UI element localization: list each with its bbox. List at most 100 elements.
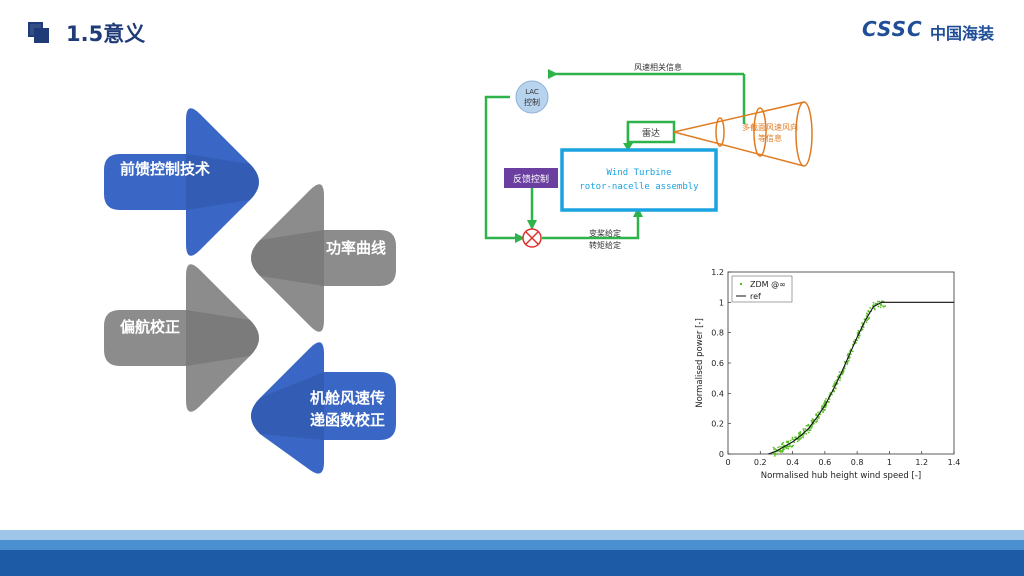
scatter-point — [799, 431, 802, 433]
scatter-point — [863, 318, 866, 321]
scatter-point — [874, 302, 877, 305]
scatter-point — [804, 427, 807, 430]
scatter-point — [827, 401, 830, 403]
scatter-point — [841, 373, 844, 376]
scatter-point — [867, 318, 870, 321]
scatter-point — [846, 363, 849, 366]
arrow-down-sum — [527, 220, 537, 230]
scatter-point — [833, 383, 836, 385]
lidar-label: 雷达 — [642, 127, 660, 139]
footer-band-mid — [0, 540, 1024, 550]
scatter-point — [851, 350, 854, 353]
scatter-point — [774, 453, 777, 456]
scatter-point — [847, 359, 850, 362]
turbine-box — [560, 148, 718, 212]
scatter-point — [834, 387, 837, 390]
scatter-point — [781, 443, 783, 446]
scatter-point — [884, 304, 887, 307]
scatter-point — [823, 402, 825, 405]
scatter-point — [822, 411, 824, 413]
page-title: 1.5意义 — [66, 22, 146, 46]
x-tick-label: 0 — [725, 458, 730, 467]
scatter-point — [789, 445, 791, 448]
scatter-point — [796, 440, 799, 443]
scatter-point — [839, 379, 841, 382]
scatter-point — [819, 413, 822, 416]
scatter-point — [787, 447, 790, 450]
scatter-point — [878, 300, 881, 303]
scatter-point — [779, 451, 782, 453]
scatter-point — [774, 447, 776, 450]
x-tick-label: 0.6 — [818, 458, 831, 467]
arrow-4-shape — [251, 342, 396, 474]
y-tick-label: 0.4 — [711, 389, 724, 398]
scatter-point — [785, 445, 788, 448]
scatter-point — [849, 353, 852, 356]
cone-label-1: 多截面风速风向 — [742, 122, 798, 132]
wind-cone — [673, 101, 813, 167]
scatter-point — [842, 371, 845, 374]
control-diagram: LAC 控制 风速相关信息 雷达 多截面风速风向 等信息 Wind Turbin… — [484, 62, 813, 250]
ref-line — [768, 301, 954, 455]
scatter-point — [807, 423, 810, 426]
scatter-point — [816, 418, 818, 421]
scatter-point — [857, 336, 860, 339]
scatter-point — [882, 305, 884, 308]
scatter-point — [807, 431, 810, 434]
scatter-point — [835, 379, 838, 382]
scatter-point — [879, 303, 882, 306]
scatter-point — [798, 439, 800, 441]
scatter-point — [858, 334, 861, 337]
lac-label-2: 控制 — [524, 97, 540, 107]
scatter-point — [865, 321, 868, 324]
scatter-point — [815, 421, 817, 423]
scatter-point — [785, 447, 788, 450]
turbine-label-1: Wind Turbine — [606, 168, 671, 178]
y-tick-label: 0.2 — [711, 420, 724, 429]
scatter-point — [846, 354, 849, 357]
arrow-to-turbine — [623, 143, 633, 151]
scatter-point — [856, 332, 859, 334]
scatter-point — [833, 390, 836, 393]
scatter-point — [791, 436, 794, 439]
scatter-point — [802, 428, 805, 431]
scatter-point — [833, 381, 836, 383]
arrow-1-shape — [104, 108, 259, 256]
pitch-label: 变桨给定 — [589, 228, 621, 238]
x-tick-label: 0.8 — [851, 458, 864, 467]
scatter-point — [824, 408, 826, 411]
torque-label: 转矩给定 — [589, 240, 621, 250]
scatter-point — [843, 367, 846, 370]
scatter-point — [785, 441, 788, 443]
scatter-point — [848, 356, 851, 359]
scatter-point — [852, 340, 855, 343]
legend-label-zdm: ZDM @∞ — [750, 280, 786, 289]
scatter-point — [802, 436, 805, 439]
scatter-point — [825, 398, 827, 400]
scatter-point — [866, 319, 868, 322]
scatter-point — [877, 305, 880, 308]
y-tick-label: 0.6 — [711, 359, 724, 368]
scatter-point — [791, 438, 794, 441]
arrow-3-label: 偏航校正 — [120, 318, 181, 336]
scatter-point — [772, 446, 775, 449]
scatter-point — [869, 306, 872, 309]
arrow-up-turbine — [633, 207, 643, 217]
scatter-point — [879, 306, 882, 309]
turbine-label-2: rotor-nacelle assembly — [579, 182, 699, 192]
footer-band-light — [0, 530, 1024, 540]
scatter-point — [846, 360, 849, 363]
arrow-4-label-line1: 机舱风速传 — [310, 389, 386, 407]
scatter-point — [805, 433, 808, 435]
scatter-point — [777, 446, 779, 449]
scatter-point — [788, 444, 791, 446]
logo-text-en: CSSC — [862, 17, 923, 41]
scatter-point — [868, 316, 871, 319]
x-tick-label: 1 — [887, 458, 892, 467]
scatter-point — [862, 326, 865, 329]
scatter-point — [877, 300, 879, 303]
scatter-point — [789, 439, 792, 442]
x-tick-label: 0.2 — [754, 458, 767, 467]
scatter-point — [799, 433, 802, 435]
